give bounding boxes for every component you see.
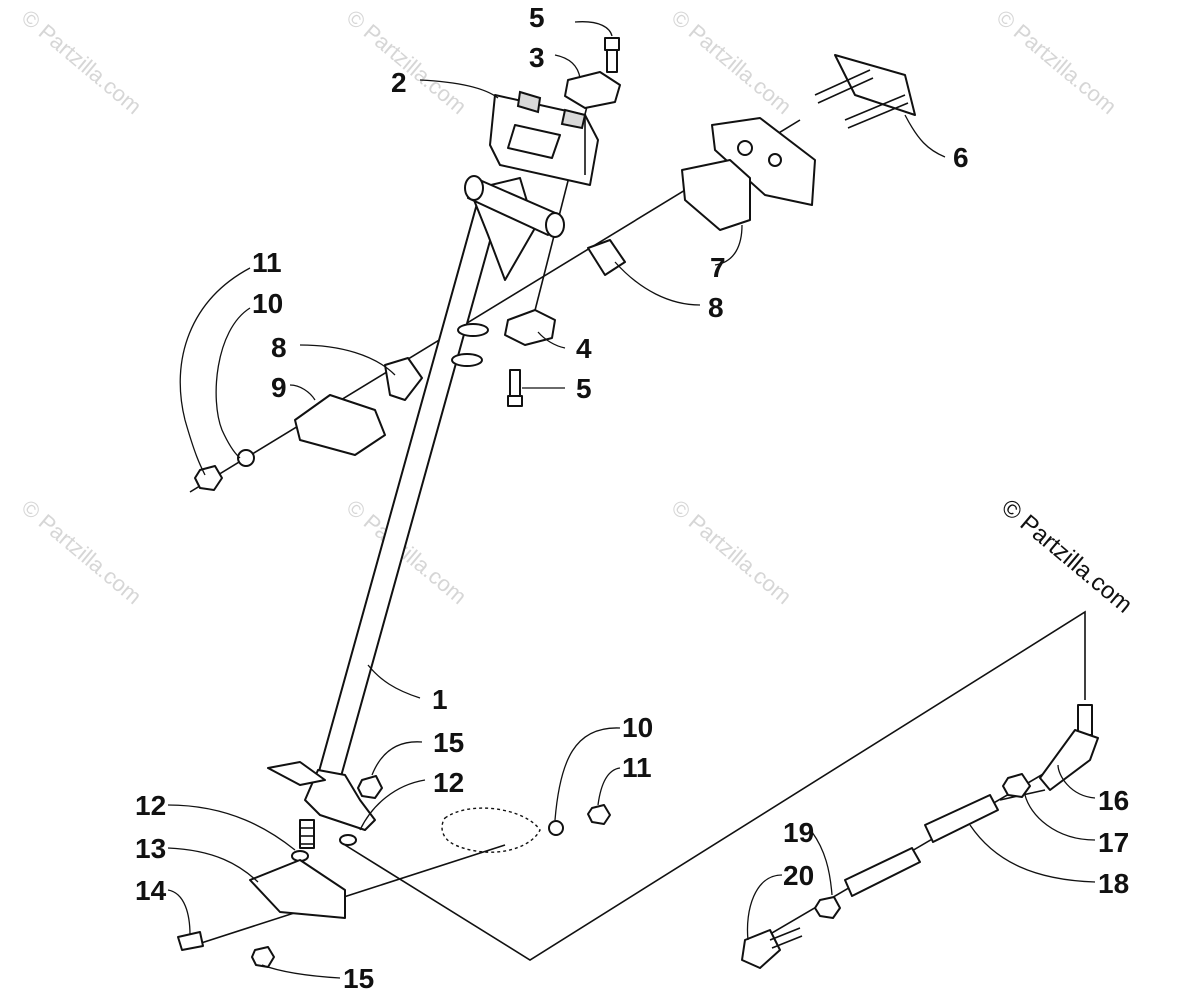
nut [587, 804, 611, 825]
tie-rod [924, 794, 999, 843]
watermark: © Partzilla.com [992, 5, 1122, 119]
washer [548, 820, 564, 836]
part-label-19: 19 [783, 817, 814, 848]
part-label-7: 7 [710, 252, 726, 283]
tie-rod-end [999, 704, 1099, 801]
lower-bracket [249, 859, 346, 919]
tie-rod [844, 847, 921, 897]
bushing [587, 239, 626, 276]
nut [251, 946, 275, 968]
washer [237, 449, 255, 467]
part-label-12: 12 [135, 790, 166, 821]
part-label-11: 11 [252, 247, 282, 278]
jam-nut [1002, 773, 1031, 798]
part-label-13: 13 [135, 833, 166, 864]
part-label-12: 12 [433, 767, 464, 798]
watermark: © Partzilla.com [667, 495, 797, 609]
bolt [604, 37, 620, 73]
watermark: © Partzilla.com [342, 5, 472, 119]
bolt [507, 369, 523, 407]
part-label-15: 15 [343, 963, 374, 994]
part-label-15: 15 [433, 727, 464, 758]
watermark: © Partzilla.com [17, 495, 147, 609]
part-label-3: 3 [529, 42, 545, 73]
part-label-9: 9 [271, 372, 287, 403]
part-label-10: 10 [252, 288, 283, 319]
jam-nut [814, 896, 841, 919]
part-label-16: 16 [1098, 785, 1129, 816]
tie-rod-end [741, 927, 803, 969]
upper-bracket [489, 90, 599, 186]
leader-lines [167, 21, 1096, 979]
part-label-11: 11 [622, 752, 652, 783]
bushing [384, 357, 423, 401]
watermark: © Partzilla.com [667, 5, 797, 119]
upper-clamp [564, 71, 621, 109]
part-labels: 5 3 2 6 11 7 10 8 8 4 9 5 1 10 15 11 12 … [135, 2, 1129, 994]
bearing-block [294, 394, 386, 456]
nut [194, 465, 223, 491]
gasket-outline [441, 807, 541, 853]
part-label-20: 20 [783, 860, 814, 891]
part-label-2: 2 [391, 67, 407, 98]
copyright-notice: © Partzilla.com [996, 494, 1137, 619]
part-label-4: 4 [576, 333, 592, 364]
watermark: © Partzilla.com [17, 5, 147, 119]
part-label-10: 10 [622, 712, 653, 743]
part-label-1: 1 [432, 684, 448, 715]
nut [357, 775, 383, 799]
part-label-5: 5 [576, 373, 592, 404]
part-label-6: 6 [953, 142, 969, 173]
part-label-8: 8 [271, 332, 287, 363]
u-bolt-plate [814, 54, 916, 129]
part-label-18: 18 [1098, 868, 1129, 899]
part-label-17: 17 [1098, 827, 1129, 858]
mounting-plate [711, 117, 816, 206]
bearing-block [681, 159, 751, 231]
steering-post [267, 175, 565, 849]
bolt [177, 931, 204, 951]
lower-clamp [504, 309, 556, 346]
part-label-14: 14 [135, 875, 167, 906]
part-label-5: 5 [529, 2, 545, 33]
part-label-8: 8 [708, 292, 724, 323]
washer [339, 834, 357, 846]
